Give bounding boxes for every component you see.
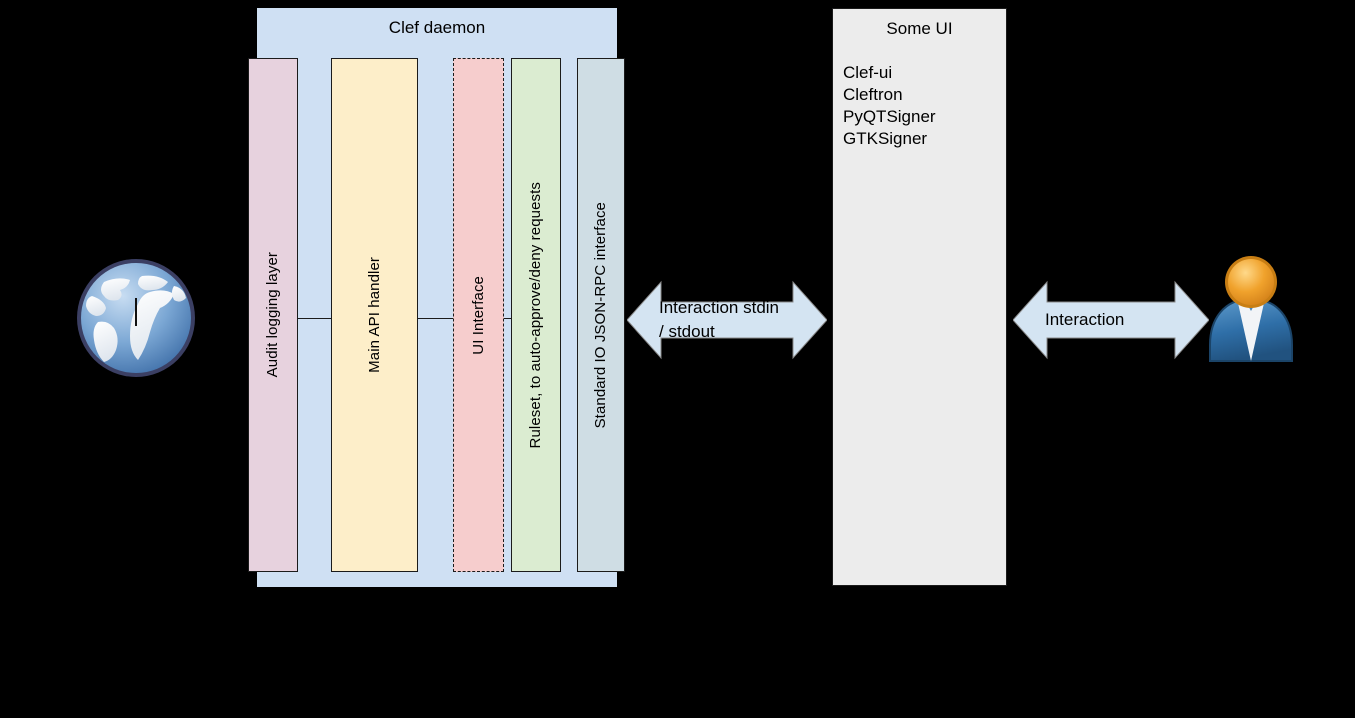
list-item: GTKSigner: [843, 129, 928, 148]
connector-line-audit-to-api: [298, 318, 331, 319]
arrow-interaction-stdin-stdout: Interaction stdin / stdout: [627, 276, 827, 364]
list-item: Cleftron: [843, 85, 903, 104]
component-label: Standard IO JSON-RPC interface: [592, 201, 609, 429]
component-standard-io-json-rpc-interface[interactable]: Standard IO JSON-RPC interface: [577, 58, 625, 572]
clef-daemon-title: Clef daemon: [388, 18, 486, 37]
list-item: PyQTSigner: [843, 107, 936, 126]
component-label: Main API handler: [365, 257, 383, 373]
arrow-label-group: Interaction: [1013, 276, 1209, 364]
globe-icon: [74, 256, 198, 380]
arrow-label-line1: Interaction stdin: [659, 298, 780, 317]
component-ruleset[interactable]: Ruleset, to auto-approve/deny requests: [511, 58, 561, 572]
component-ui-interface[interactable]: UI Interface: [453, 58, 504, 572]
arrow-label-line2: / stdout: [659, 322, 715, 341]
list-item: Clef-ui: [843, 63, 893, 82]
component-label: UI Interface: [469, 275, 487, 355]
component-label: Ruleset, to auto-approve/deny requests: [527, 181, 544, 449]
arrow-label-line1: Interaction: [1045, 310, 1125, 329]
some-ui-panel[interactable]: [832, 8, 1007, 586]
user-icon: [1202, 253, 1300, 366]
component-audit-logging-layer[interactable]: Audit logging layer: [248, 58, 298, 572]
clef-daemon-panel: [257, 8, 617, 587]
some-ui-title: Some UI: [886, 19, 953, 38]
arrow-interaction: Interaction: [1013, 276, 1209, 364]
component-label: Audit logging layer: [264, 252, 281, 378]
arrow-label-group: Interaction stdin / stdout: [627, 276, 827, 364]
component-main-api-handler[interactable]: Main API handler: [331, 58, 418, 572]
some-ui-list: Clef-ui Cleftron PyQTSigner GTKSigner: [843, 62, 936, 150]
